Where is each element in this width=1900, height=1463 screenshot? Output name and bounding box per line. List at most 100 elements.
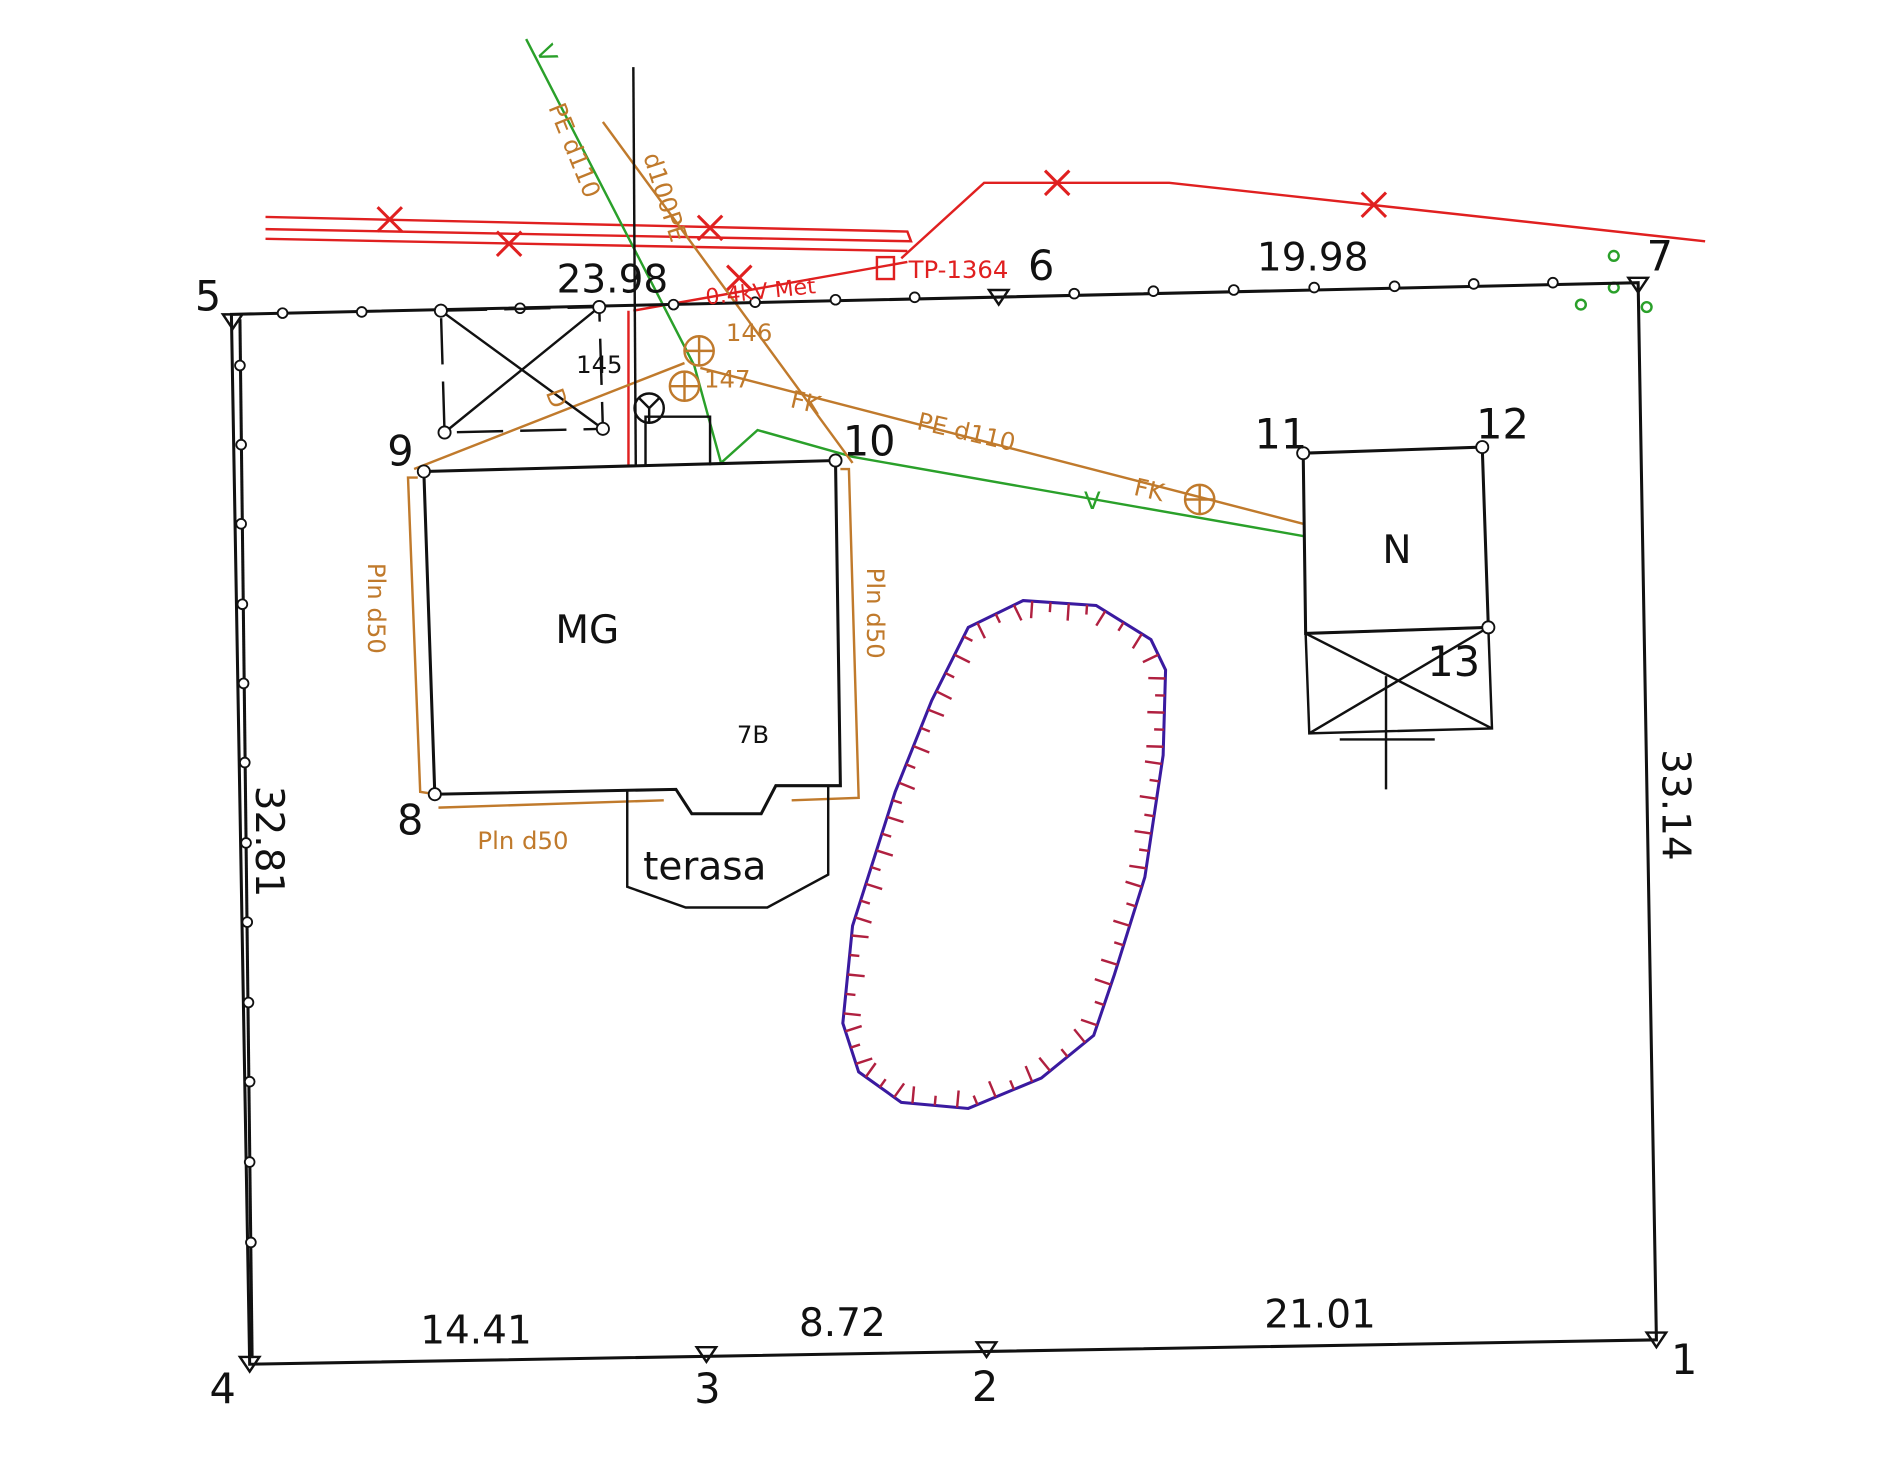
pond-hatch-tick [1129,864,1147,870]
pond-hatch-tick [851,934,869,939]
pond-hatch-tick [1080,1018,1098,1027]
boundary-markers [220,276,1669,1374]
manhole-146-label: 146 [726,318,772,347]
power-pole-markers [376,169,1388,292]
pond-hatch-tick [944,671,955,679]
terrace-label: terasa [643,844,766,889]
pln-left-label: Pln d50 [362,563,391,654]
service-connection [632,67,712,466]
pond-hatch-tick [927,708,945,718]
pond-hatch-tick [893,1082,906,1098]
pond-hatch-tick [1139,795,1157,800]
pond-hatch-tick [954,653,971,664]
point-4-label: 4 [209,1365,235,1413]
point-6-label: 6 [1028,242,1054,290]
pond-hatch-tick [1100,958,1118,966]
point-13-label: 13 [1427,638,1480,686]
pond-hatch-tick [913,744,930,754]
point-8-label: 8 [397,796,423,844]
pond-hatch-tick [1029,601,1034,619]
power-lines [265,181,1706,466]
pond-hatch-tick [1117,621,1125,632]
pond-hatch-tick [976,622,986,639]
pond-hatch-tick [1024,1065,1034,1083]
pe-d110-horizontal-label: PE d110 [915,406,1019,457]
house-number: 7B [737,720,769,749]
pond-hatch-tick [850,1043,861,1049]
pond-hatch-tick [892,799,903,805]
pond-hatch-tick [845,1024,863,1033]
dim-top-right: 19.98 [1257,236,1369,281]
point-2-label: 2 [972,1363,998,1411]
pond-hatch-tick [994,613,1002,624]
pond-hatch-tick [1144,760,1163,766]
dim-bottom-left: 14.41 [420,1309,532,1354]
building-labels: MG 7B terasa N 145 [555,350,1411,890]
pond-hatch-tick [876,849,894,857]
pond-hatch-tick [849,953,860,958]
water-v-label-1: V [1084,486,1101,515]
dim-top-left: 23.98 [557,257,669,302]
pond-hatch-tick [1142,653,1159,664]
main-building [416,453,843,909]
outbuilding [1296,440,1496,790]
point-1-label: 1 [1671,1336,1697,1384]
pond-hatch-tick [855,1057,873,1065]
pond-hatch-tick [911,1086,916,1104]
pond-hatch-tick [878,1078,887,1088]
pln-right-label: Pln d50 [861,568,890,659]
pond-hatch-tick [1134,829,1152,835]
pond-hatch-tick [886,815,904,824]
dim-right: 33.14 [1653,749,1698,861]
point-9-label: 9 [387,427,413,475]
point-3-label: 3 [694,1365,720,1413]
pond-hatch-tick [972,1095,979,1106]
pond-hatch-tick [865,882,883,891]
pond-hatch-tick [1073,1028,1086,1044]
pond-hatch-tick [898,781,916,791]
pond-hatch-tick [870,865,881,872]
pond-hatch-tick [1125,880,1143,888]
point-5-label: 5 [195,273,221,321]
power-cable-label: 0.4kV Met [704,274,817,310]
manhole-147-label: 147 [704,364,750,393]
pond-hatch-tick [1085,604,1089,615]
point-11-label: 11 [1254,410,1307,458]
pond-hatch-tick [1012,604,1023,621]
pond-hatch-tick [1131,633,1143,649]
pond [841,599,1168,1111]
dim-bottom-right: 21.01 [1264,1293,1376,1338]
pond-hatch-tick [1038,1056,1052,1072]
fk-label-2: FK [788,385,825,420]
pond-hatch-tick [881,832,892,838]
transformer-label: TP-1364 [908,255,1009,284]
pond-hatch-tick [1149,778,1160,783]
pond-hatch-tick [843,1012,861,1017]
dim-bottom-mid: 8.72 [799,1301,886,1346]
transformer-icon [875,255,896,281]
parcel-boundary [229,281,1658,1366]
point-12-label: 12 [1476,401,1529,449]
pond-hatch-tick [1048,602,1052,613]
pln-bottom-label: Pln d50 [477,826,568,855]
pe-d110-vertical-label: PE d110 [543,99,607,202]
pond-hatch-tick [963,635,973,642]
pond-hatch-tick [987,1080,997,1098]
shed-number: 145 [576,350,622,379]
pond-hatch-tick [935,690,953,701]
dimension-labels: 23.98 19.98 32.81 33.14 14.41 8.72 21.01 [246,236,1698,1354]
pond-hatch-tick [854,916,872,924]
pond-hatch-tick [933,1095,937,1106]
pond-hatch-tick [1094,1000,1105,1007]
pond-hatch-tick [860,899,871,905]
pond-hatch-tick [955,1090,960,1108]
pond-hatch-tick [1113,941,1124,947]
pond-hatch-tick [1113,919,1131,927]
point-10-label: 10 [843,418,896,466]
fk-label-1: FK [1131,472,1168,507]
pond-hatch-tick [1094,977,1112,986]
pond-hatch-tick [864,1062,877,1078]
pond-hatch-tick [905,763,916,770]
pond-hatch-tick [1138,848,1149,853]
